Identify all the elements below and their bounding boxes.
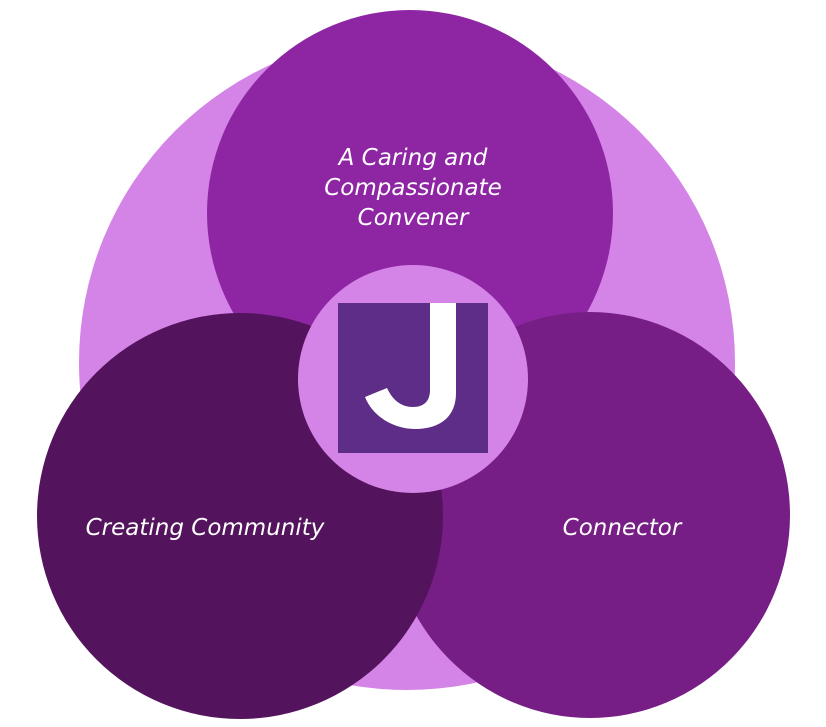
top-label-line-2: Compassionate: [324, 175, 502, 201]
top-label-line-1: A Caring and: [338, 145, 488, 171]
j-logo-icon: [338, 303, 488, 453]
top-circle-label: A Caring and Compassionate Convener: [263, 143, 563, 233]
top-label-line-3: Convener: [357, 205, 469, 231]
left-circle-label: Creating Community: [85, 515, 325, 541]
right-circle-label: Connector: [562, 515, 682, 541]
